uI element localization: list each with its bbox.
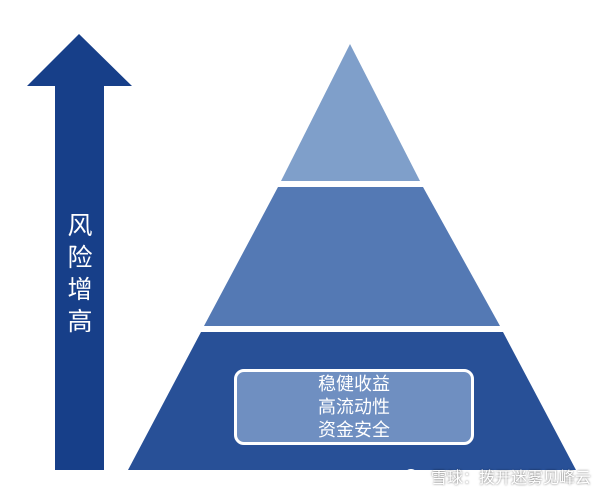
pyramid-top-tier <box>281 44 420 181</box>
arrow-label-char-3: 增 <box>67 275 93 304</box>
arrow-label-char-2: 险 <box>67 243 93 272</box>
arrow-label-char-1: 风 <box>67 211 93 240</box>
watermark-text: 雪球：拨开迷雾见峰云 <box>430 468 591 487</box>
watermark: 雪球：拨开迷雾见峰云 <box>403 464 591 488</box>
arrow-label-char-4: 高 <box>67 307 93 336</box>
base-box-line-1: 稳健收益 <box>318 373 390 395</box>
risk-increase-arrow <box>27 34 132 470</box>
base-box-line-2: 高流动性 <box>318 396 390 418</box>
pyramid-base-text-box: 稳健收益 高流动性 资金安全 <box>234 369 474 445</box>
pyramid-middle-tier <box>204 187 500 326</box>
base-box-line-3: 资金安全 <box>318 419 390 441</box>
arrow-label: 风 险 增 高 <box>58 210 102 338</box>
snowball-logo-icon <box>403 468 425 484</box>
